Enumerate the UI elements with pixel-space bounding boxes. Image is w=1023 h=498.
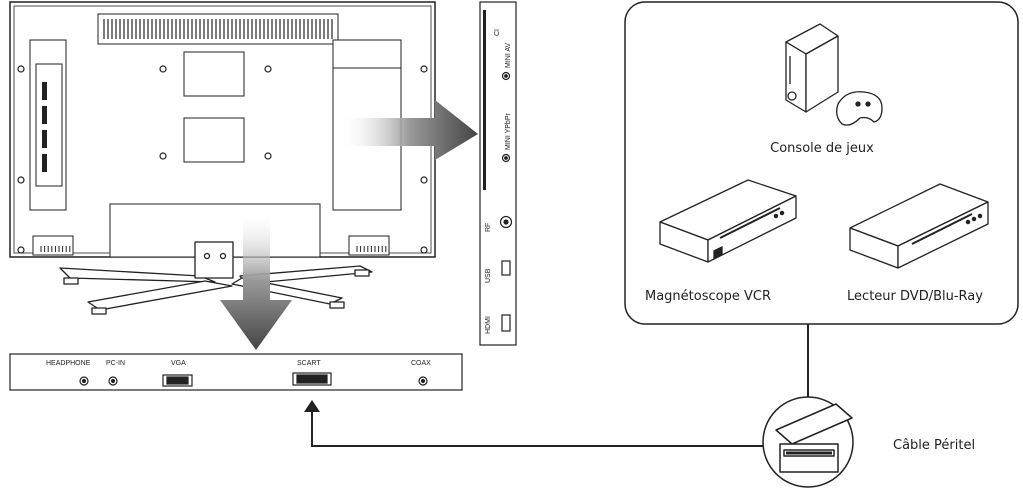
vent-slots — [103, 19, 333, 39]
side-port-panel: CI MINI AV MINI YPbPr RF USB HDMI — [479, 1, 517, 346]
console-label: Console de jeux — [770, 141, 874, 156]
ci-label: CI — [494, 29, 501, 36]
hdmi-label: HDMI — [485, 316, 492, 334]
cable-label: Câble Péritel — [893, 438, 975, 453]
rf-label: RF — [485, 223, 492, 232]
arrow-right — [340, 100, 478, 160]
headphone-label: HEADPHONE — [46, 360, 91, 367]
mini-av-label: MINI AV — [505, 43, 512, 68]
vent-grille — [97, 13, 339, 45]
game-console-icon — [785, 23, 883, 126]
cable-arrowhead — [304, 400, 320, 412]
scart-label: SCART — [297, 360, 321, 367]
tv-stand — [59, 241, 373, 315]
vcr-icon — [659, 179, 797, 263]
arrow-down — [220, 210, 292, 350]
usb-label: USB — [485, 268, 492, 283]
hdmi-port — [501, 314, 511, 332]
mini-ypbpr-label: MINI YPbPr — [505, 113, 512, 150]
dvd-player-icon — [849, 183, 989, 269]
pc-in-label: PC-IN — [106, 360, 125, 367]
usb-port — [501, 260, 511, 276]
bottom-port-panel: HEADPHONE PC-IN VGA SCART COAX — [9, 353, 463, 391]
dvd-label: Lecteur DVD/Blu-Ray — [847, 289, 983, 304]
ci-slot — [483, 10, 486, 190]
vga-label: VGA — [171, 360, 186, 367]
vcr-label: Magnétoscope VCR — [645, 289, 771, 304]
scart-plug-icon — [775, 403, 853, 473]
scart-cable: Câble Péritel — [304, 324, 975, 488]
devices-box: Console de jeux Magnétoscope VCR Lecteur… — [624, 1, 1019, 325]
screws — [17, 65, 428, 254]
coax-label: COAX — [411, 360, 431, 367]
